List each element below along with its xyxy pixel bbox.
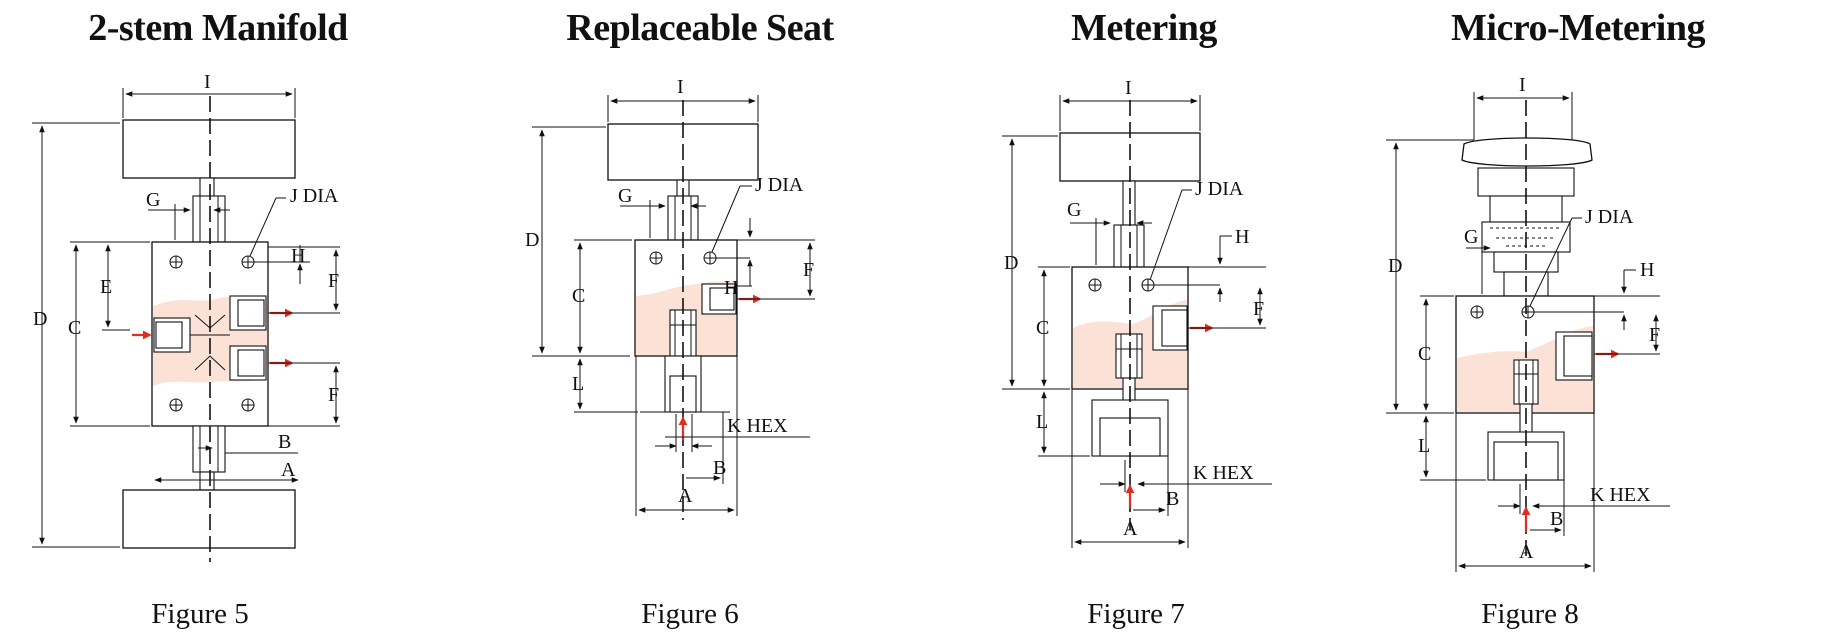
dim-label-l: L	[1036, 411, 1048, 433]
figure-title: Metering	[1071, 7, 1217, 49]
dim-label-d: D	[1004, 252, 1018, 274]
dim-label-k-hex: K HEX	[727, 415, 788, 437]
bottom-bonnet-nut	[192, 425, 226, 473]
figure-8-micro-metering: Micro-Metering I D C	[1378, 0, 1838, 637]
dim-label-a: A	[1123, 518, 1138, 540]
dim-label-i: I	[1125, 77, 1132, 99]
dim-label-c: C	[572, 285, 585, 307]
dim-label-c: C	[1418, 343, 1431, 365]
figure-8-drawing: I D C L G J DIA H F K HEX	[1386, 74, 1670, 572]
figure-7-metering: Metering I D C L	[920, 0, 1380, 637]
dim-label-f-upper: F	[328, 270, 339, 292]
dim-label-b: B	[1166, 488, 1179, 510]
figure-caption: Figure 5	[151, 598, 249, 630]
bonnet-nut	[1113, 224, 1145, 268]
dim-label-b: B	[1550, 508, 1563, 530]
dim-label-f: F	[1649, 324, 1660, 346]
figure-5-two-stem-manifold: 2-stem Manifold	[0, 0, 460, 637]
bottom-handle	[122, 489, 296, 549]
figure-caption: Figure 7	[1087, 598, 1185, 630]
dim-label-b: B	[713, 457, 726, 479]
dim-label-j-dia: J DIA	[755, 174, 804, 196]
dim-label-c: C	[68, 317, 81, 339]
dim-label-g: G	[1464, 226, 1478, 248]
dim-label-a: A	[1519, 541, 1534, 563]
dim-label-a: A	[281, 459, 296, 481]
figure-6-drawing: I D C L G J DIA H F K H	[525, 76, 815, 520]
dim-label-j-dia: J DIA	[1195, 178, 1244, 200]
dim-label-k-hex: K HEX	[1590, 484, 1651, 506]
dim-label-g: G	[146, 189, 160, 211]
dim-label-b: B	[278, 431, 291, 453]
figure-title: 2-stem Manifold	[88, 7, 348, 49]
dim-label-l: L	[572, 373, 584, 395]
dim-label-g: G	[618, 185, 632, 207]
dim-label-f: F	[1253, 298, 1264, 320]
dim-label-d: D	[525, 229, 539, 251]
dim-label-g: G	[1067, 199, 1081, 221]
figure-caption: Figure 6	[641, 598, 739, 630]
figure-6-replaceable-seat: Replaceable Seat I D C L	[470, 0, 930, 637]
dim-label-h: H	[291, 245, 305, 267]
dim-label-h: H	[1235, 226, 1249, 248]
dim-label-c: C	[1036, 317, 1049, 339]
figure-title: Replaceable Seat	[566, 7, 834, 49]
dim-label-j-dia: J DIA	[290, 185, 339, 207]
dim-label-i: I	[1519, 74, 1526, 96]
dim-label-h: H	[724, 277, 738, 299]
dim-label-f-lower: F	[328, 384, 339, 406]
dim-label-i: I	[677, 76, 684, 98]
dim-label-d: D	[33, 308, 47, 330]
dim-label-j-dia: J DIA	[1585, 206, 1634, 228]
figure-7-drawing: I D C L G J DIA H F K H	[1002, 77, 1272, 548]
dim-label-h: H	[1640, 259, 1654, 281]
figure-caption: Figure 8	[1481, 598, 1579, 630]
dim-label-k-hex: K HEX	[1193, 462, 1254, 484]
figure-title: Micro-Metering	[1451, 7, 1705, 49]
dim-label-d: D	[1388, 255, 1402, 277]
figure-5-drawing: I D C E G J DIA H F F B	[32, 71, 340, 562]
top-stem	[199, 177, 215, 199]
top-handle	[122, 119, 296, 179]
top-bonnet-nut	[192, 195, 226, 243]
dim-label-i: I	[204, 71, 211, 93]
dim-label-f: F	[803, 259, 814, 281]
dim-label-e: E	[100, 276, 112, 298]
dim-label-l: L	[1418, 435, 1430, 457]
dim-label-a: A	[678, 485, 693, 507]
micrometer-knob	[1461, 137, 1593, 167]
